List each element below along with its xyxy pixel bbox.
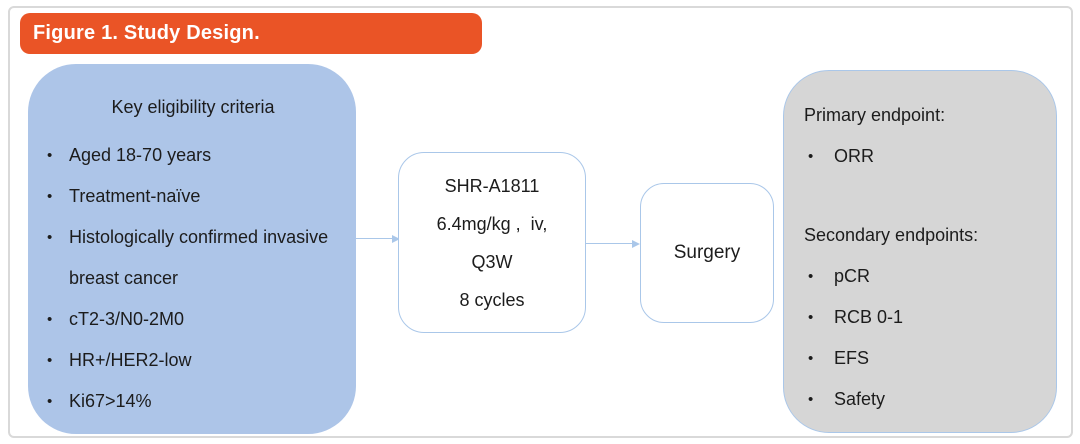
- bullet-icon: •: [47, 311, 53, 328]
- endpoint-item-text: ORR: [834, 146, 874, 166]
- eligibility-item: • cT2-3/N0-2M0: [44, 299, 342, 340]
- eligibility-item-text: Ki67>14%: [69, 391, 152, 411]
- arrow-right-icon: [392, 234, 400, 243]
- endpoint-item: • Safety: [804, 379, 1046, 420]
- figure-title-banner: Figure 1. Study Design.: [20, 13, 482, 54]
- eligibility-item: • Histologically confirmed invasive brea…: [44, 217, 342, 299]
- treatment-drug-name: SHR-A1811: [444, 175, 540, 196]
- bullet-icon: •: [808, 391, 814, 408]
- endpoint-item-text: pCR: [834, 266, 871, 286]
- bullet-icon: •: [47, 147, 53, 164]
- arrow-right-icon: [632, 239, 640, 248]
- endpoint-item-text: EFS: [834, 348, 870, 368]
- treatment-schedule: Q3W: [471, 251, 513, 272]
- treatment-box: SHR-A1811 6.4mg/kg , iv, Q3W 8 cycles: [398, 152, 586, 333]
- flow-arrow-eligibility-to-treatment: [356, 234, 400, 243]
- eligibility-list: • Aged 18-70 years • Treatment-naïve • H…: [44, 135, 342, 422]
- eligibility-item: • Aged 18-70 years: [44, 135, 342, 176]
- treatment-dose: 6.4mg/kg , iv,: [436, 213, 548, 234]
- bullet-icon: •: [808, 350, 814, 367]
- eligibility-item-text: Histologically confirmed invasive breast…: [69, 227, 329, 288]
- eligibility-box: Key eligibility criteria • Aged 18-70 ye…: [28, 64, 356, 434]
- eligibility-item-text: cT2-3/N0-2M0: [69, 309, 185, 329]
- eligibility-item: • Ki67>14%: [44, 381, 342, 422]
- bullet-icon: •: [47, 229, 53, 246]
- endpoint-item-text: Safety: [834, 389, 886, 409]
- treatment-cycles: 8 cycles: [459, 289, 525, 310]
- surgery-label: Surgery: [673, 242, 741, 263]
- eligibility-title: Key eligibility criteria: [111, 97, 275, 117]
- secondary-endpoint-list: • pCR • RCB 0-1 • EFS • Safety: [804, 256, 1046, 420]
- eligibility-item-text: Aged 18-70 years: [69, 145, 212, 165]
- eligibility-item-text: Treatment-naïve: [69, 186, 201, 206]
- surgery-box: Surgery: [640, 183, 774, 323]
- bullet-icon: •: [808, 309, 814, 326]
- primary-endpoint-heading: Primary endpoint:: [804, 105, 946, 125]
- endpoint-item-text: RCB 0-1: [834, 307, 904, 327]
- bullet-icon: •: [808, 268, 814, 285]
- primary-endpoint-list: • ORR: [804, 136, 1046, 177]
- bullet-icon: •: [47, 352, 53, 369]
- endpoint-item: • RCB 0-1: [804, 297, 1046, 338]
- flow-arrow-treatment-to-surgery: [586, 239, 640, 248]
- bullet-icon: •: [47, 188, 53, 205]
- secondary-endpoints-heading: Secondary endpoints:: [804, 225, 979, 245]
- endpoint-item: • pCR: [804, 256, 1046, 297]
- eligibility-item-text: HR+/HER2-low: [69, 350, 192, 370]
- bullet-icon: •: [808, 148, 814, 165]
- figure-title: Figure 1. Study Design.: [33, 22, 260, 44]
- bullet-icon: •: [47, 393, 53, 410]
- endpoint-item: • ORR: [804, 136, 1046, 177]
- endpoints-box: Primary endpoint: • ORR Secondary endpoi…: [783, 70, 1057, 433]
- eligibility-item: • Treatment-naïve: [44, 176, 342, 217]
- endpoint-item: • EFS: [804, 338, 1046, 379]
- eligibility-item: • HR+/HER2-low: [44, 340, 342, 381]
